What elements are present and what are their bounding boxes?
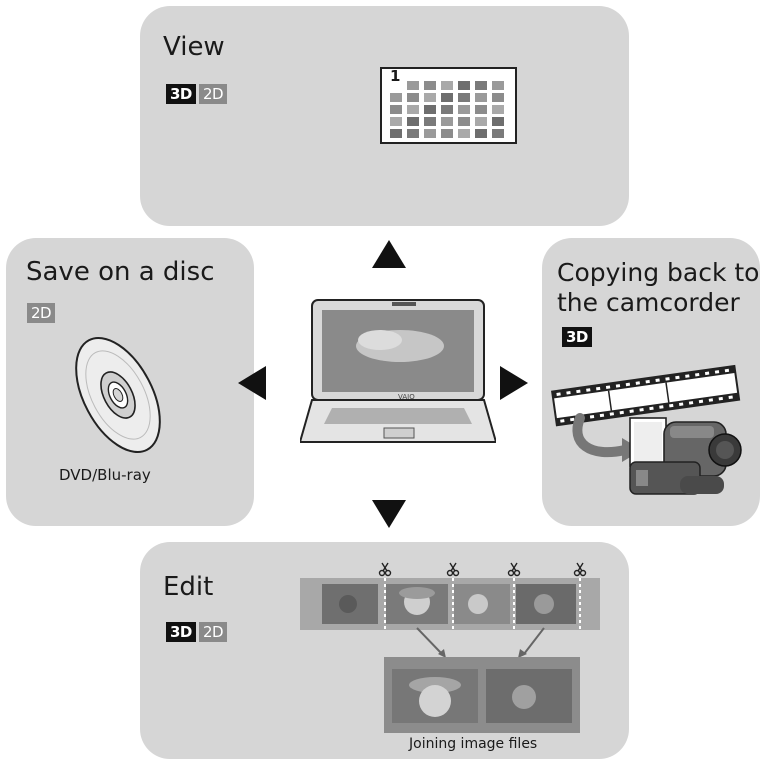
index-thumbnail-cell bbox=[441, 117, 453, 126]
copy-title: Copying back to the camcorder bbox=[557, 258, 760, 317]
index-thumbnail-cell bbox=[475, 117, 487, 126]
index-thumbnail-cell bbox=[441, 105, 453, 114]
badge-3d: 3D bbox=[562, 327, 592, 347]
index-thumbnail-cell bbox=[407, 93, 419, 102]
arrow-left-icon bbox=[238, 366, 266, 400]
index-thumbnail-cell bbox=[390, 105, 402, 114]
index-grid-thumbnail: 1 bbox=[380, 67, 517, 144]
joined-frames bbox=[392, 669, 572, 723]
index-thumbnail-cell bbox=[475, 81, 487, 90]
index-thumbnail-cell bbox=[424, 105, 436, 114]
index-thumbnail-cell bbox=[458, 117, 470, 126]
edit-caption: Joining image files bbox=[409, 736, 538, 752]
index-thumbnail-cell bbox=[475, 129, 487, 138]
view-title: View bbox=[163, 32, 225, 62]
arrow-up-icon bbox=[372, 240, 406, 268]
index-thumbnail-cell bbox=[407, 117, 419, 126]
index-thumbnail-cell bbox=[407, 129, 419, 138]
index-thumbnail-cell bbox=[407, 105, 419, 114]
badge-2d: 2D bbox=[27, 303, 56, 323]
index-thumbnail-cell bbox=[458, 105, 470, 114]
index-thumbnail-cell bbox=[458, 129, 470, 138]
save-title: Save on a disc bbox=[26, 257, 215, 287]
index-thumbnail-cell bbox=[492, 93, 504, 102]
index-thumbnail-cell bbox=[492, 129, 504, 138]
arrow-right-icon bbox=[500, 366, 528, 400]
badge-2d: 2D bbox=[199, 84, 228, 104]
badge-3d: 3D bbox=[166, 84, 196, 104]
index-thumbnail-cell bbox=[424, 93, 436, 102]
badge-2d: 2D bbox=[199, 622, 228, 642]
disc-icon bbox=[75, 336, 161, 454]
index-thumbnail-cell bbox=[424, 81, 436, 90]
index-thumbnail-cell bbox=[475, 93, 487, 102]
save-caption: DVD/Blu-ray bbox=[59, 466, 151, 484]
camcorder-icon bbox=[551, 364, 742, 495]
index-thumbnail-cell bbox=[441, 81, 453, 90]
index-thumbnail-cell bbox=[458, 81, 470, 90]
index-thumbnail-cell bbox=[441, 93, 453, 102]
edit-title: Edit bbox=[163, 572, 214, 602]
index-thumbnail-cell bbox=[492, 105, 504, 114]
index-thumbnail-cell bbox=[492, 117, 504, 126]
index-thumbnail-cell bbox=[441, 129, 453, 138]
index-thumbnail-cell bbox=[407, 81, 419, 90]
index-thumbnail-cell bbox=[390, 117, 402, 126]
joined-result bbox=[384, 657, 580, 733]
edit-film-strip bbox=[300, 562, 600, 658]
index-thumbnail-cell bbox=[390, 93, 402, 102]
laptop-icon: VAIO bbox=[300, 299, 496, 443]
index-thumbnail-cell bbox=[458, 93, 470, 102]
laptop-brand: VAIO bbox=[398, 393, 415, 401]
index-thumbnail-cell bbox=[475, 105, 487, 114]
arrow-down-icon bbox=[372, 500, 406, 528]
index-thumbnail-cell bbox=[390, 129, 402, 138]
index-thumbnail-cell bbox=[424, 117, 436, 126]
badge-3d: 3D bbox=[166, 622, 196, 642]
index-number: 1 bbox=[390, 67, 401, 85]
index-thumbnail-cell bbox=[424, 129, 436, 138]
index-thumbnail-cell bbox=[492, 81, 504, 90]
